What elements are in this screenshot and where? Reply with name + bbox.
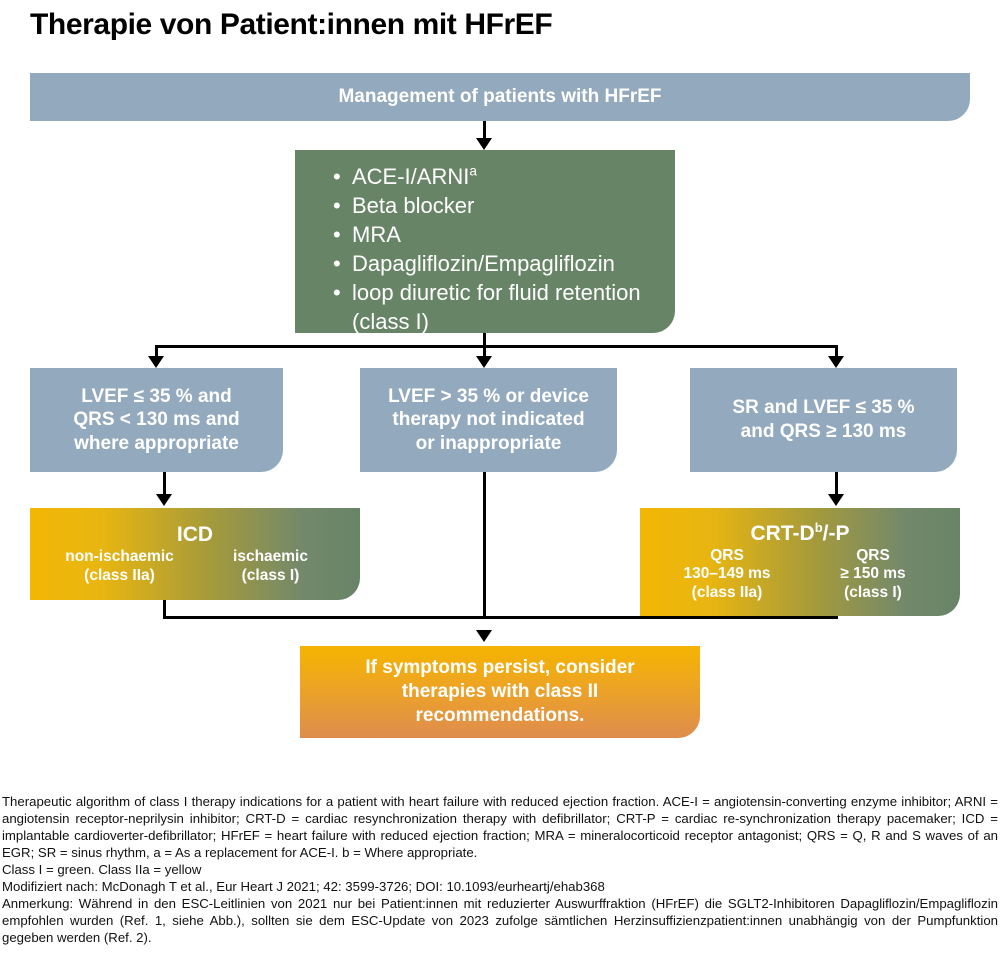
decision-line: SR and LVEF ≤ 35 % — [732, 397, 915, 419]
conclusion-line: recommendations. — [415, 705, 585, 727]
decision-box-sr-lvef-low-qrs-high: SR and LVEF ≤ 35 % and QRS ≥ 130 ms — [690, 368, 957, 472]
decision-line: LVEF ≤ 35 % and — [81, 385, 232, 407]
crt-columns: QRS 130–149 ms (class IIa) QRS ≥ 150 ms … — [640, 547, 960, 603]
device-box-crt: CRT-Db/-P QRS 130–149 ms (class IIa) QRS… — [640, 508, 960, 616]
decision-line: LVEF > 35 % or device — [388, 385, 589, 407]
icd-columns: non-ischaemic (class IIa) ischaemic (cla… — [30, 548, 360, 585]
decision-line: QRS < 130 ms and — [73, 409, 240, 431]
footnote-marker-a: a — [469, 163, 477, 179]
therapy-item-ace-arni: ACE-I/ARNIa — [333, 162, 675, 191]
page-title: Therapie von Patient:innen mit HFrEF — [30, 8, 553, 41]
connector-merge-horizontal — [163, 616, 838, 619]
conclusion-line: If symptoms persist, consider — [365, 656, 635, 678]
footnote-source: Modifiziert nach: McDonagh T et al., Eur… — [2, 879, 605, 895]
connector-right-to-crt — [835, 472, 838, 496]
therapy-item-beta-blocker: Beta blocker — [333, 191, 675, 220]
decision-line: where appropriate — [74, 432, 239, 454]
icd-title: ICD — [176, 522, 214, 546]
crt-column-qrs-130-149: QRS 130–149 ms (class IIa) — [683, 546, 771, 601]
icd-column-non-ischaemic: non-ischaemic (class IIa) — [65, 547, 174, 584]
arrowhead-branch-left — [148, 356, 164, 368]
therapy-medication-box: ACE-I/ARNIa Beta blocker MRA Dapaglifloz… — [295, 150, 675, 336]
conclusion-box: If symptoms persist, consider therapies … — [300, 646, 700, 738]
therapy-item-sglt2: Dapagliflozin/Empagliflozin — [333, 249, 675, 278]
decision-line: therapy not indicated — [392, 409, 585, 431]
connector-therapy-stem — [483, 333, 486, 347]
decision-box-lvef-low-qrs-low: LVEF ≤ 35 % and QRS < 130 ms and where a… — [30, 368, 283, 472]
connector-branch-horizontal — [155, 345, 838, 348]
connector-branch-left — [155, 345, 158, 359]
connector-mid-longline — [483, 472, 486, 618]
icd-column-ischaemic: ischaemic (class I) — [233, 547, 308, 584]
arrowhead-header-to-therapy — [476, 138, 492, 150]
connector-branch-right — [835, 345, 838, 359]
decision-line: and QRS ≥ 130 ms — [740, 421, 907, 442]
therapy-list: ACE-I/ARNIa Beta blocker MRA Dapaglifloz… — [333, 162, 675, 336]
arrowhead-left-to-icd — [156, 494, 172, 506]
footnote-class-colors: Class I = green. Class IIa = yellow — [2, 862, 202, 878]
therapy-item-loop-diuretic: loop diuretic for fluid retention (class… — [333, 278, 675, 336]
footnote-anmerkung: Anmerkung: Während in den ESC-Leitlinien… — [2, 896, 998, 946]
connector-branch-mid — [483, 345, 486, 359]
conclusion-line: therapies with class II — [401, 680, 599, 702]
crt-column-qrs-150: QRS ≥ 150 ms (class I) — [840, 546, 906, 601]
device-box-icd: ICD non-ischaemic (class IIa) ischaemic … — [30, 508, 360, 600]
connector-header-to-therapy — [483, 121, 486, 141]
decision-box-lvef-high-or-no-device: LVEF > 35 % or device therapy not indica… — [360, 368, 617, 472]
therapy-item-mra: MRA — [333, 220, 675, 249]
arrowhead-branch-right — [828, 356, 844, 368]
connector-crt-stem — [835, 616, 838, 619]
connector-left-to-icd — [163, 472, 166, 496]
crt-title: CRT-Db/-P — [750, 519, 850, 545]
footnote-block: Therapeutic algorithm of class I therapy… — [2, 793, 998, 946]
arrowhead-right-to-crt — [828, 494, 844, 506]
arrowhead-to-conclusion — [476, 630, 492, 642]
decision-line: or inappropriate — [415, 432, 562, 454]
connector-icd-down — [163, 600, 166, 618]
arrowhead-branch-mid — [476, 356, 492, 368]
header-label: Management of patients with HFrEF — [338, 86, 662, 107]
footnote-legend: Therapeutic algorithm of class I therapy… — [2, 794, 998, 861]
footnote-marker-b: b — [814, 519, 823, 535]
header-management-box: Management of patients with HFrEF — [30, 73, 970, 121]
